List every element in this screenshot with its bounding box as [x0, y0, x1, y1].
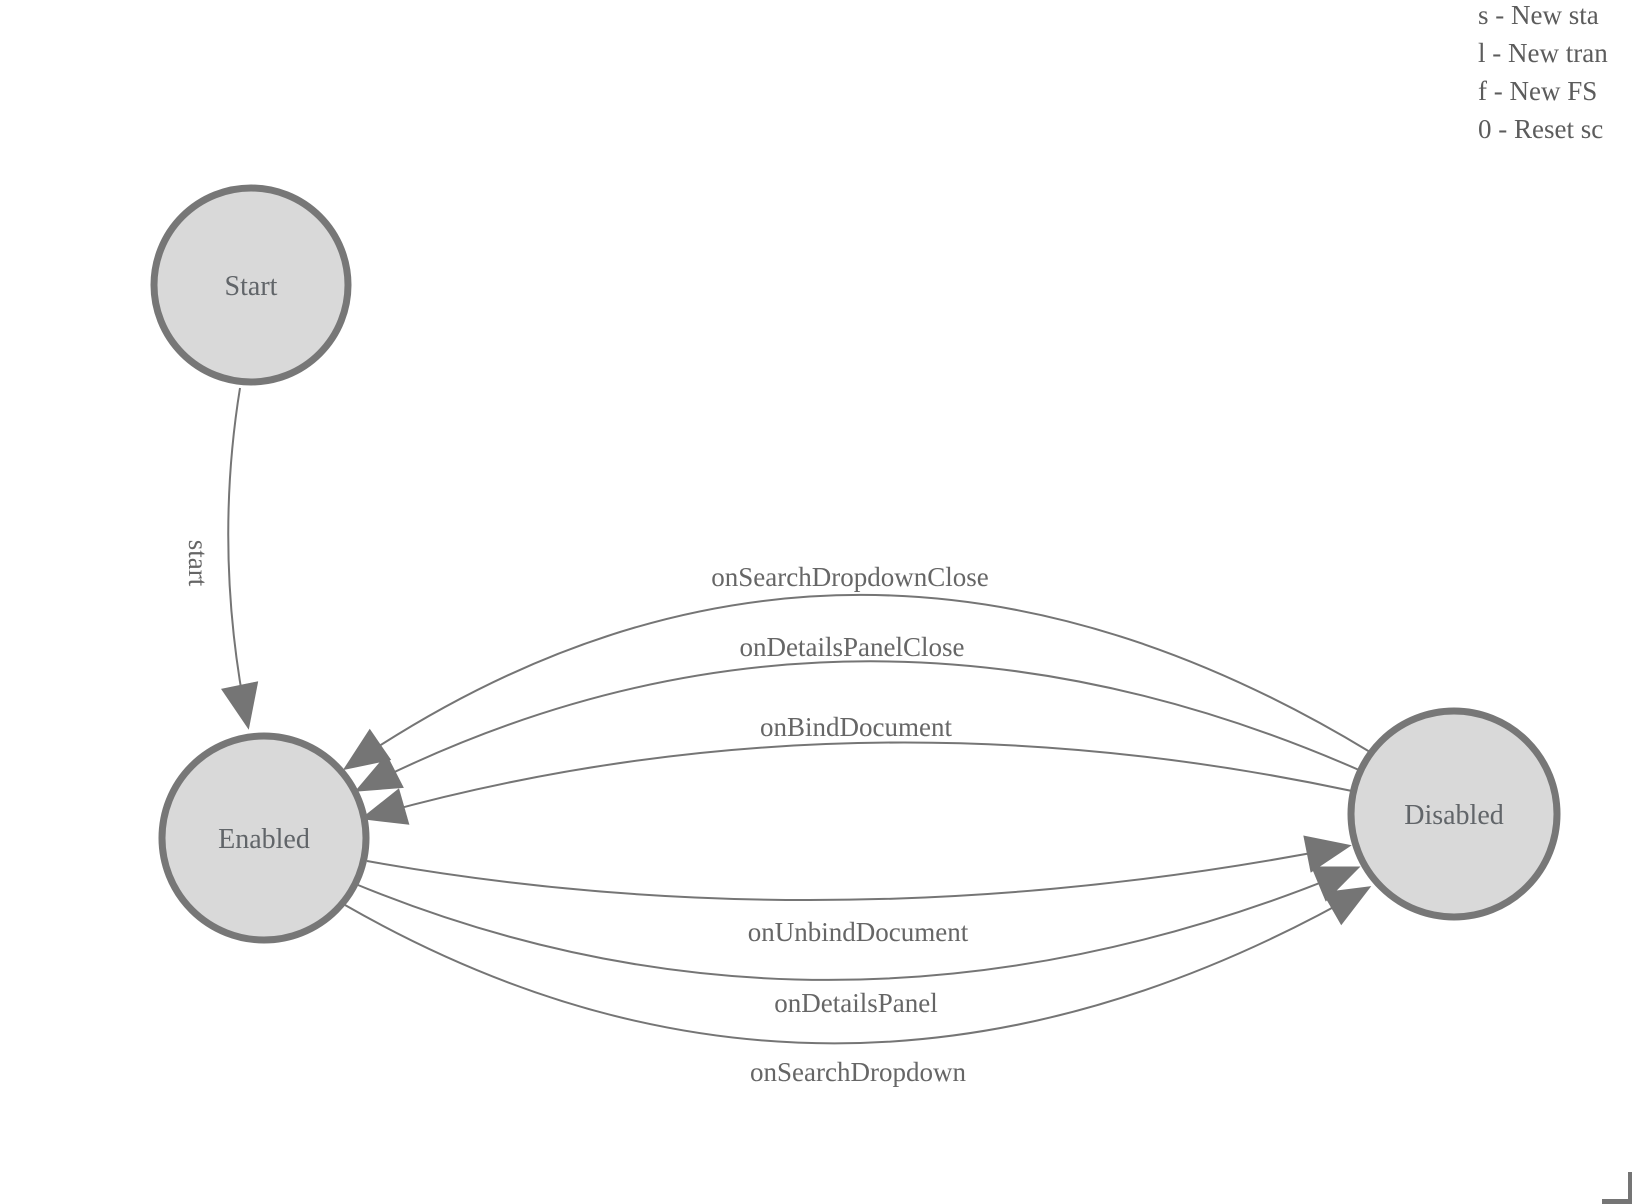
legend-line-reset-scale: 0 - Reset sc	[1478, 114, 1604, 144]
state-circle-disabled[interactable]	[1347, 707, 1561, 921]
corner-marker-horizontal-bar	[1602, 1199, 1632, 1204]
transition-label-onbinddocument: onBindDocument	[760, 712, 952, 742]
transition-label-onsearchdropdownclose: onSearchDropdownClose	[711, 562, 988, 592]
transition-label-onunbinddocument: onUnbindDocument	[748, 917, 969, 947]
transition-label-ondetailspanel: onDetailsPanel	[774, 988, 937, 1018]
transition-edge-onbinddocument[interactable]	[360, 741, 1353, 825]
state-circle-start[interactable]	[150, 184, 352, 386]
state-node-enabled[interactable]: Enabled	[158, 732, 370, 944]
state-label-start: Start	[225, 271, 278, 302]
legend-line-new-fsm: f - New FS	[1478, 76, 1598, 106]
shortcut-legend: s - New sta l - New tran f - New FS 0 - …	[1478, 0, 1608, 148]
transition-edge-onunbinddocument[interactable]	[366, 835, 1352, 902]
transition-label-ondetailspanelclose: onDetailsPanelClose	[740, 632, 965, 662]
corner-marker-vertical-bar	[1628, 1172, 1632, 1204]
transition-edge-start[interactable]	[221, 387, 259, 730]
legend-line-new-transition: l - New tran	[1478, 38, 1608, 68]
state-label-enabled: Enabled	[218, 824, 310, 855]
state-node-start[interactable]: Start	[150, 184, 352, 386]
transition-edge-ondetailspanel[interactable]	[357, 866, 1361, 981]
transition-edge-ondetailspanelclose[interactable]	[354, 660, 1360, 792]
transition-edge-onsearchdropdownclose[interactable]	[342, 594, 1371, 771]
state-label-disabled: Disabled	[1404, 800, 1504, 831]
state-circle-enabled[interactable]	[158, 732, 370, 944]
legend-line-new-state: s - New sta	[1478, 0, 1599, 30]
transition-label-onsearchdropdown: onSearchDropdown	[750, 1057, 966, 1087]
transition-label-start: start	[183, 540, 213, 587]
state-node-disabled[interactable]: Disabled	[1347, 707, 1561, 921]
transition-edge-onsearchdropdown[interactable]	[344, 886, 1372, 1045]
